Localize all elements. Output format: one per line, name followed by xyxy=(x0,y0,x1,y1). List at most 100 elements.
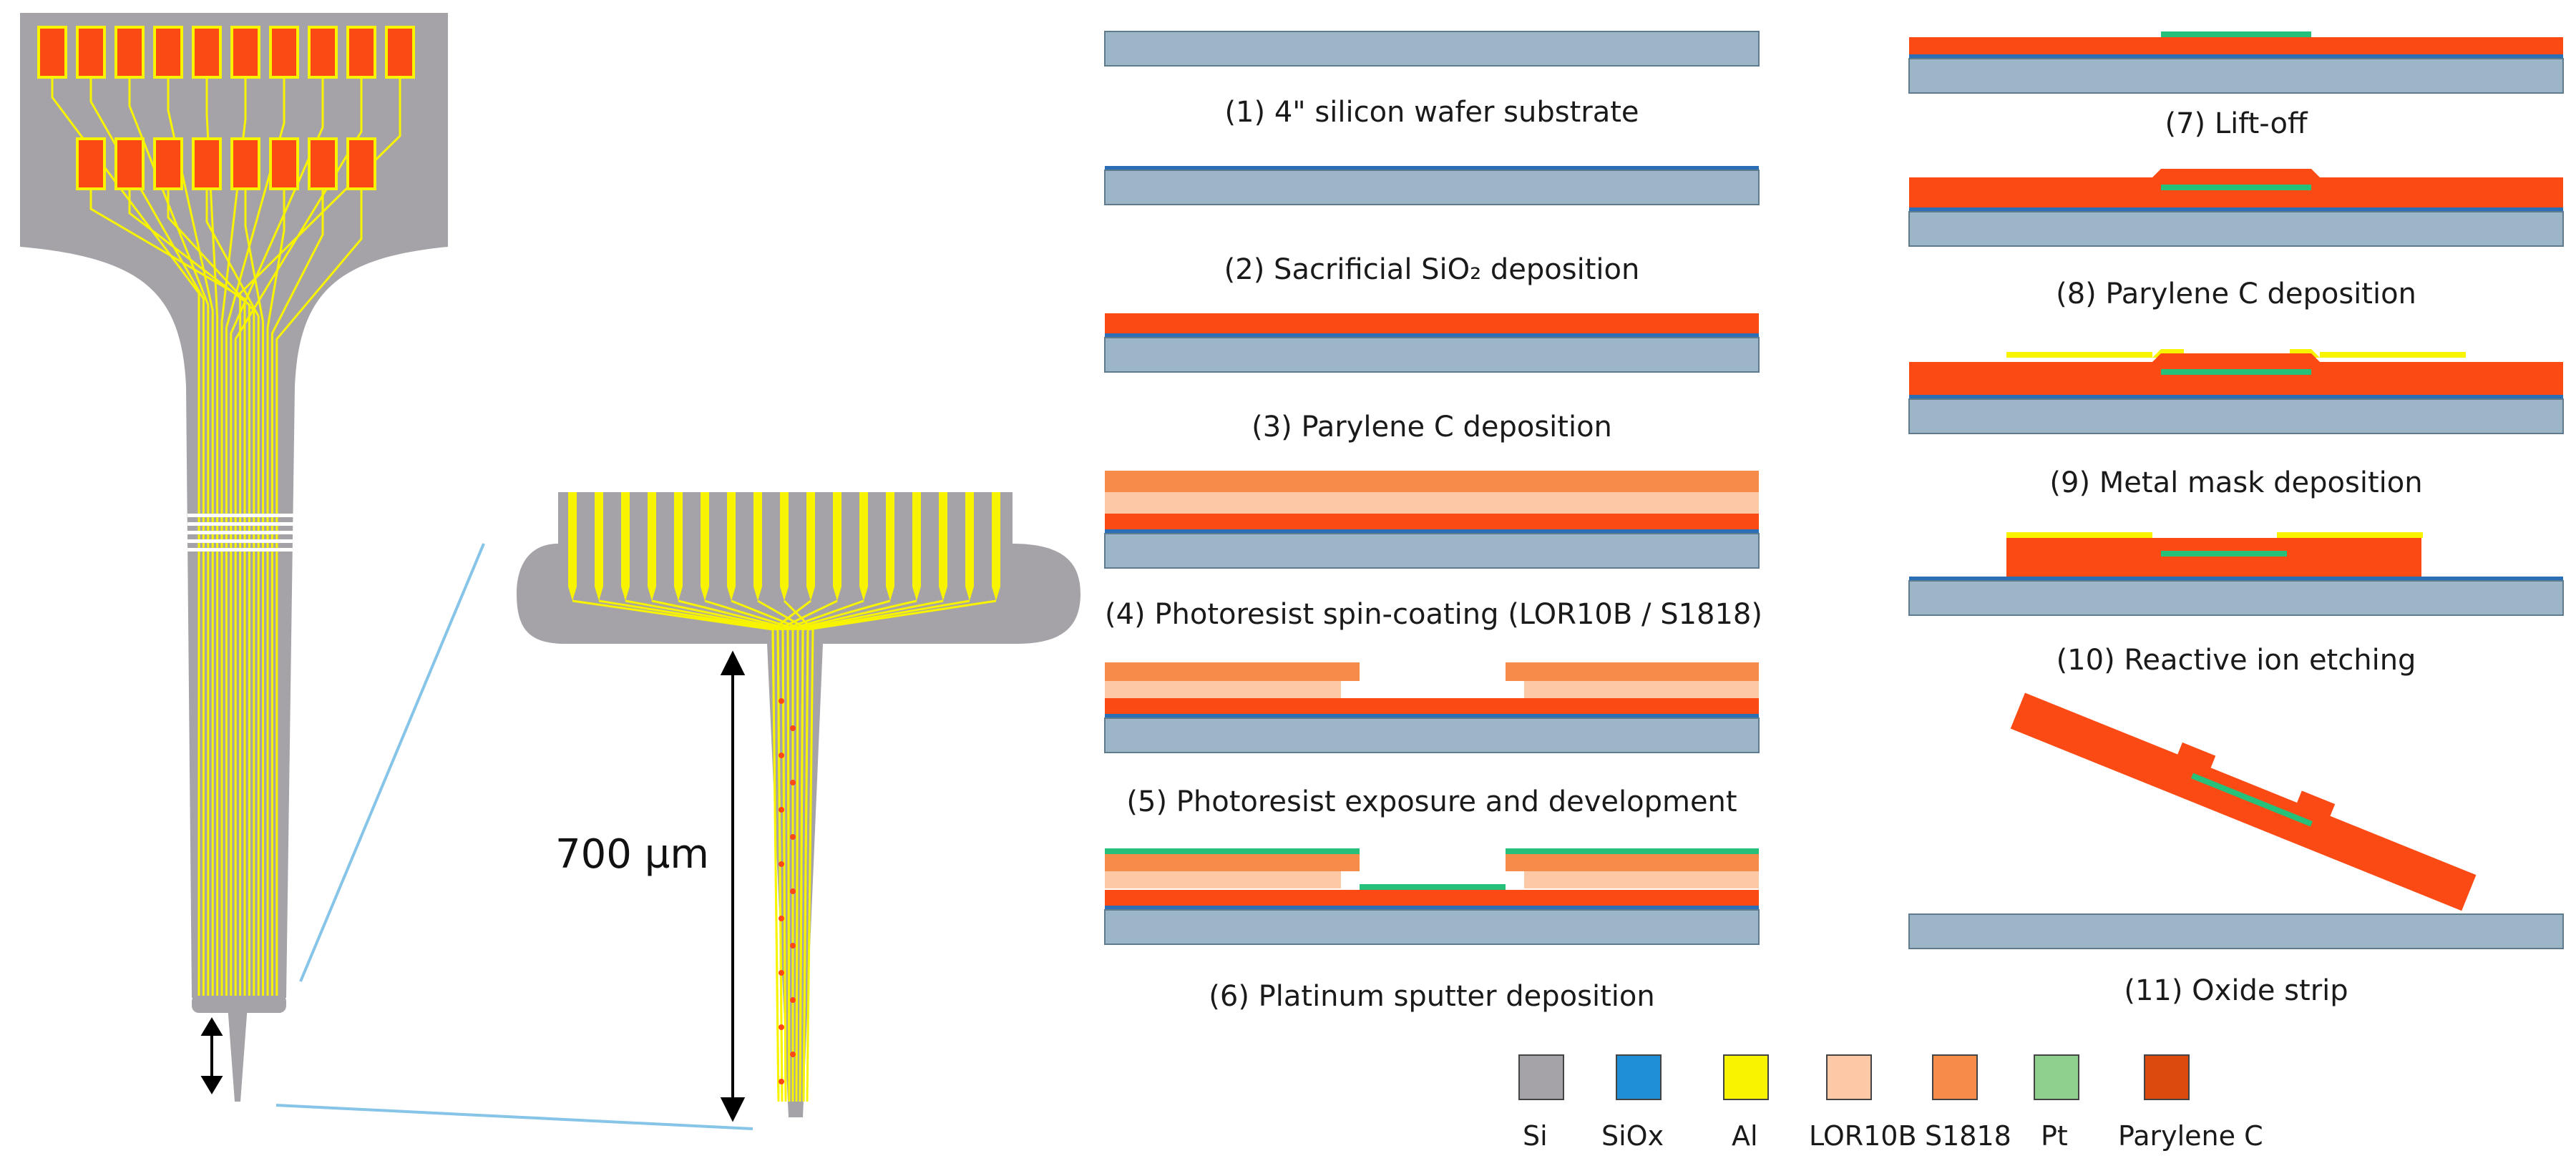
probe-base-bar xyxy=(192,994,286,1013)
s1818-layer xyxy=(1105,854,1360,871)
zoom-trace-point xyxy=(965,587,974,601)
trace xyxy=(167,76,214,996)
bond-pad xyxy=(311,29,335,76)
zoom-trace-point xyxy=(753,587,762,601)
bond-pad xyxy=(311,140,335,187)
zoom-trace-finger xyxy=(912,492,921,587)
trace xyxy=(266,187,286,996)
recording-site xyxy=(779,1024,784,1030)
bond-pad xyxy=(195,29,219,76)
pt-layer xyxy=(2191,773,2313,827)
zoom-trace-finger xyxy=(595,492,603,587)
pt-layer xyxy=(2161,31,2311,37)
siox-layer xyxy=(1909,577,2563,581)
zoom-trace-point xyxy=(806,587,815,601)
bond-pad xyxy=(79,140,103,187)
recording-site xyxy=(779,1079,784,1084)
zoom-trace-point xyxy=(780,587,789,601)
dimension-arrow xyxy=(720,650,746,1122)
trace xyxy=(51,76,200,996)
zoom-trace-finger xyxy=(806,492,815,587)
recording-site xyxy=(790,780,796,785)
recording-site xyxy=(779,916,784,921)
zoom-trace-point xyxy=(939,587,947,601)
zoom-trace xyxy=(799,599,970,1102)
si-wafer xyxy=(1104,337,1760,373)
pt-layer xyxy=(1360,884,1506,890)
pt-layer xyxy=(2161,369,2311,375)
parylene-step xyxy=(2177,742,2216,770)
legend-swatch-pt xyxy=(2034,1054,2079,1100)
lor10b-layer xyxy=(1105,681,1341,698)
al-layer xyxy=(2320,352,2466,358)
recording-site xyxy=(790,943,796,949)
si-wafer xyxy=(1908,398,2564,434)
legend-label-parylene: Parylene C xyxy=(2118,1120,2263,1152)
zoom-trace xyxy=(786,599,891,1102)
zoom-trace-point xyxy=(727,587,736,601)
step-caption-8: (8) Parylene C deposition xyxy=(2056,278,2416,310)
si-wafer xyxy=(1104,909,1760,945)
siox-layer xyxy=(1105,906,1759,910)
bond-pad xyxy=(233,140,258,187)
bond-pad xyxy=(40,29,64,76)
zoom-trace-finger xyxy=(859,492,868,587)
trace xyxy=(205,76,219,996)
lor10b-layer xyxy=(1524,871,1759,888)
recording-site xyxy=(790,997,796,1003)
s1818-layer xyxy=(1105,662,1360,681)
zoom-trace-finger xyxy=(939,492,947,587)
siox-layer xyxy=(1105,714,1759,718)
zoom-line-upper xyxy=(299,543,485,982)
zoom-trace-point xyxy=(648,587,656,601)
trace xyxy=(275,187,363,996)
dimension-label: 700 µm xyxy=(555,831,709,878)
probe-body xyxy=(20,13,448,998)
s1818-layer xyxy=(1105,471,1759,492)
tip-length-arrow xyxy=(200,1017,223,1094)
al-layer xyxy=(2277,532,2423,538)
legend-label-lor10b: LOR10B xyxy=(1809,1120,1917,1152)
legend-label-pt: Pt xyxy=(2041,1120,2068,1152)
step-caption-6: (6) Platinum sputter deposition xyxy=(1209,980,1655,1013)
siox-layer xyxy=(1105,166,1759,170)
siox-layer xyxy=(1909,54,2563,59)
bond-pad xyxy=(79,29,103,76)
siox-layer xyxy=(1105,333,1759,338)
bond-pad xyxy=(349,140,374,187)
zoom-trace-finger xyxy=(621,492,630,587)
pt-layer xyxy=(1506,848,1759,854)
zoom-trace-finger xyxy=(648,492,656,587)
zoom-trace xyxy=(802,599,997,1102)
parylene-layer xyxy=(1105,890,1759,906)
trace xyxy=(270,187,324,996)
al-layer xyxy=(2006,532,2152,538)
trace xyxy=(244,187,265,996)
legend-swatch-siox xyxy=(1616,1054,1662,1100)
tip-zoom-body xyxy=(517,492,1080,1117)
step-caption-3: (3) Parylene C deposition xyxy=(1252,411,1612,444)
trace xyxy=(167,187,255,996)
al-layer xyxy=(2006,352,2152,358)
zoom-trace-finger xyxy=(992,492,1000,587)
si-wafer xyxy=(1908,211,2564,247)
legend-label-al: Al xyxy=(1732,1120,1758,1152)
recording-site xyxy=(790,888,796,894)
process-cross-sections xyxy=(1104,31,2564,949)
zoom-trace-point xyxy=(886,587,894,601)
si-wafer xyxy=(1104,533,1760,569)
bond-pad xyxy=(272,29,296,76)
bond-pad xyxy=(117,29,142,76)
step-caption-11: (11) Oxide strip xyxy=(2124,974,2348,1007)
s1818-layer xyxy=(1506,662,1759,681)
zoom-trace-finger xyxy=(753,492,762,587)
lor10b-layer xyxy=(1105,871,1341,888)
zoom-trace-finger xyxy=(780,492,789,587)
step-caption-2: (2) Sacrificial SiO₂ deposition xyxy=(1224,253,1640,286)
zoom-trace xyxy=(795,599,944,1102)
legend-label-siox: SiOx xyxy=(1601,1120,1664,1152)
recording-site xyxy=(779,807,784,813)
legend-swatch-s1818 xyxy=(1932,1054,1978,1100)
recording-sites xyxy=(779,698,796,1084)
